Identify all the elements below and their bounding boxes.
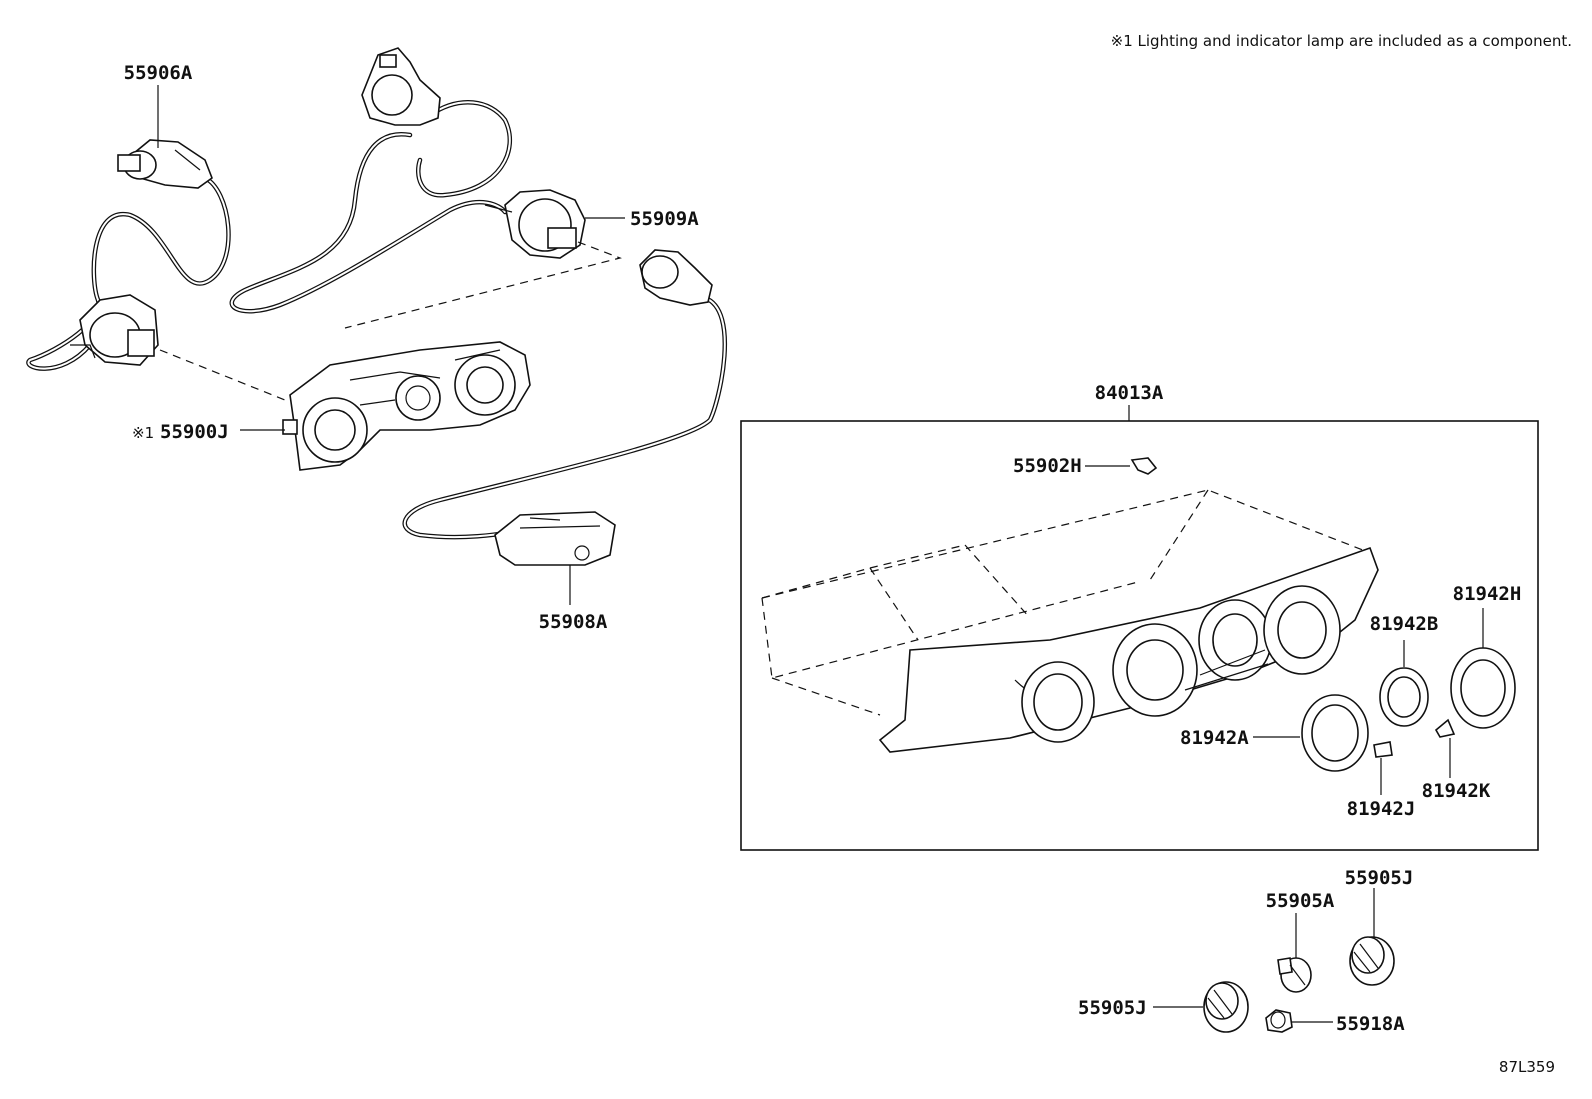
label-81942K: 81942K bbox=[1422, 780, 1491, 802]
switch-assembly-55900J bbox=[282, 341, 531, 471]
label-55906A: 55906A bbox=[124, 62, 193, 84]
knob-55905J-left bbox=[1203, 981, 1249, 1033]
bulb-socket-55909A bbox=[484, 189, 586, 259]
tab-81942K bbox=[1434, 718, 1456, 738]
drawing-code: 87L359 bbox=[1499, 1058, 1555, 1076]
label-81942B: 81942B bbox=[1370, 613, 1439, 635]
label-55905J-top: 55905J bbox=[1345, 867, 1414, 889]
ring-81942B bbox=[1379, 667, 1429, 727]
label-55900J: 55900J bbox=[160, 421, 229, 443]
dash-55909A bbox=[344, 241, 622, 329]
control-panel-bezel bbox=[878, 546, 1379, 753]
label-55902H: 55902H bbox=[1013, 455, 1082, 477]
unit-55908A bbox=[494, 511, 616, 566]
label-84013A: 84013A bbox=[1095, 382, 1164, 404]
knob-55905A bbox=[1277, 957, 1312, 993]
assembly-frame-84013A bbox=[740, 420, 1539, 851]
knob-55918A bbox=[1265, 1009, 1293, 1033]
bulb-socket-lower-left bbox=[70, 294, 159, 366]
projection-lines bbox=[761, 489, 1369, 716]
dash-lower-left-socket bbox=[159, 349, 286, 401]
bulb-socket-right bbox=[639, 249, 713, 306]
label-55905A: 55905A bbox=[1266, 890, 1335, 912]
tab-81942J bbox=[1373, 741, 1393, 758]
label-55909A: 55909A bbox=[630, 208, 699, 230]
clip-55902H bbox=[1130, 457, 1158, 475]
ring-81942H bbox=[1450, 647, 1516, 729]
label-55918A: 55918A bbox=[1336, 1013, 1405, 1035]
label-55900J-mark: ※1 bbox=[132, 424, 154, 442]
bulb-socket-top bbox=[361, 47, 441, 126]
label-81942H: 81942H bbox=[1453, 583, 1522, 605]
label-81942A: 81942A bbox=[1180, 727, 1249, 749]
wire-harnesses bbox=[26, 100, 727, 540]
label-55908A: 55908A bbox=[539, 611, 608, 633]
component-note: ※1 Lighting and indicator lamp are inclu… bbox=[1111, 32, 1572, 50]
label-55905J-left: 55905J bbox=[1078, 997, 1147, 1019]
bulb-socket-55906A bbox=[117, 139, 213, 189]
label-81942J: 81942J bbox=[1347, 798, 1416, 820]
knob-55905J-top bbox=[1349, 936, 1395, 986]
ring-81942A bbox=[1301, 694, 1369, 772]
